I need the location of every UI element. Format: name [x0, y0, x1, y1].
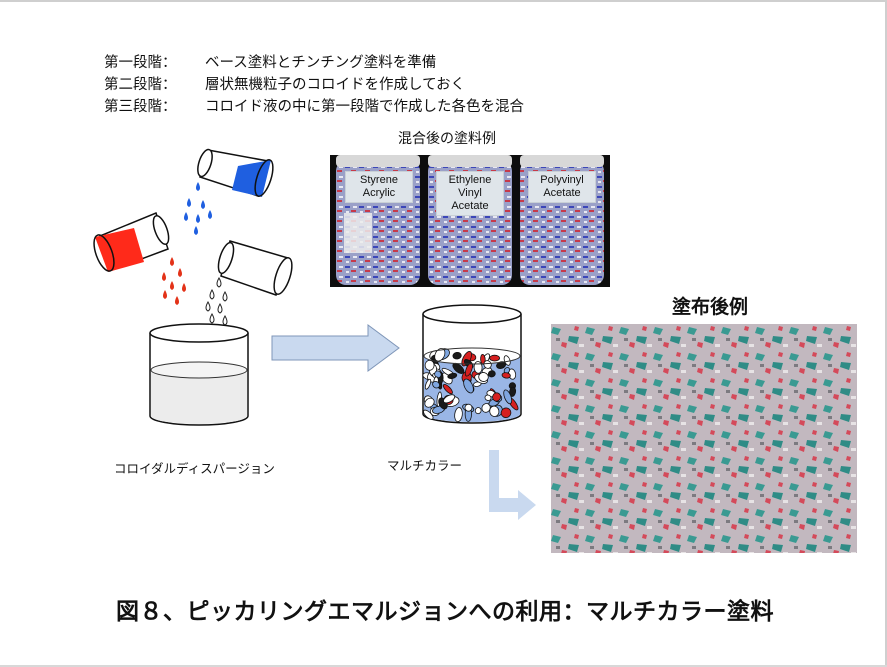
photo-title: 混合後の塗料例	[398, 131, 496, 147]
paint-particle	[463, 378, 474, 394]
step-row: 第二段階： 層状無機粒子のコロイドを作成しておく	[104, 74, 524, 96]
paint-particle	[480, 354, 486, 365]
step-row: 第三段階： コロイド液の中に第一段階で作成した各色を混合	[104, 96, 524, 118]
paint-particle	[503, 389, 513, 405]
paint-particle	[423, 409, 434, 420]
frame-right-border	[885, 0, 887, 667]
step-label: 第二段階：	[104, 77, 177, 93]
colloid-beaker	[149, 323, 249, 426]
paint-particle	[478, 372, 489, 382]
down-right-arrow	[489, 450, 536, 520]
paint-particle	[500, 407, 512, 419]
paint-particle	[509, 386, 517, 397]
paint-particle	[452, 351, 462, 360]
paint-particle	[492, 392, 502, 402]
paint-particle	[487, 370, 496, 378]
step-label: 第一段階：	[104, 55, 177, 71]
figure-caption: 図８、ピッカリングエマルジョンへの利用：マルチカラー塗料	[116, 599, 774, 625]
result-title: 塗布後例	[672, 296, 749, 318]
red-paint-drops	[162, 257, 186, 305]
jar-label-polyvinyl-acetate: Polyvinyl Acetate	[528, 171, 596, 203]
paint-particle	[452, 362, 465, 374]
paint-particle	[424, 378, 432, 390]
paint-particle	[483, 360, 492, 369]
paint-particle	[474, 407, 482, 415]
result-texture	[551, 324, 857, 553]
jar-photo: Styrene Acrylic Ethylene Vinyl Acetate P…	[330, 155, 610, 287]
blue-paint-cup	[197, 148, 274, 197]
paint-particle	[432, 380, 440, 389]
paint-particle	[489, 405, 500, 417]
jar-label-ethylene-vinyl-acetate: Ethylene Vinyl Acetate	[436, 171, 504, 216]
multicolor-particles	[422, 348, 520, 423]
paint-particle	[424, 397, 435, 408]
result-texture-art	[551, 324, 857, 553]
jar-label-styrene-acrylic: Styrene Acrylic	[345, 171, 413, 203]
multicolor-label: マルチカラー	[387, 458, 463, 473]
paint-particle	[484, 394, 492, 401]
paint-particle	[501, 372, 511, 379]
paint-particle	[454, 407, 463, 423]
paint-particle	[489, 354, 501, 362]
paint-particle	[434, 370, 442, 379]
multicolor-beaker	[422, 304, 522, 424]
paint-particle	[447, 372, 458, 379]
paint-particle	[473, 361, 483, 374]
white-paint-cup	[217, 240, 293, 296]
paint-particle	[442, 384, 453, 395]
white-paint-drops	[205, 276, 228, 326]
paint-particle	[434, 348, 446, 362]
frame-top-border	[0, 0, 887, 2]
step-text: ベース塗料とチンチング塗料を準備	[205, 55, 437, 71]
frame-bottom-border	[0, 665, 887, 667]
step-label: 第三段階：	[104, 99, 177, 115]
right-arrow	[271, 324, 400, 372]
step-row: 第一段階： ベース塗料とチンチング塗料を準備	[104, 52, 524, 74]
step-text: 層状無機粒子のコロイドを作成しておく	[205, 77, 466, 93]
paint-particle	[464, 403, 473, 412]
paint-particle	[424, 359, 435, 371]
paint-particle	[464, 362, 473, 377]
paint-particle	[443, 394, 456, 404]
blue-paint-drops	[184, 182, 212, 235]
step-list: 第一段階： ベース塗料とチンチング塗料を準備 第二段階： 層状無機粒子のコロイド…	[104, 52, 524, 118]
colloid-label: コロイダルディスパージョン	[114, 461, 275, 476]
red-paint-cup	[93, 212, 170, 272]
step-text: コロイド液の中に第一段階で作成した各色を混合	[205, 99, 524, 115]
